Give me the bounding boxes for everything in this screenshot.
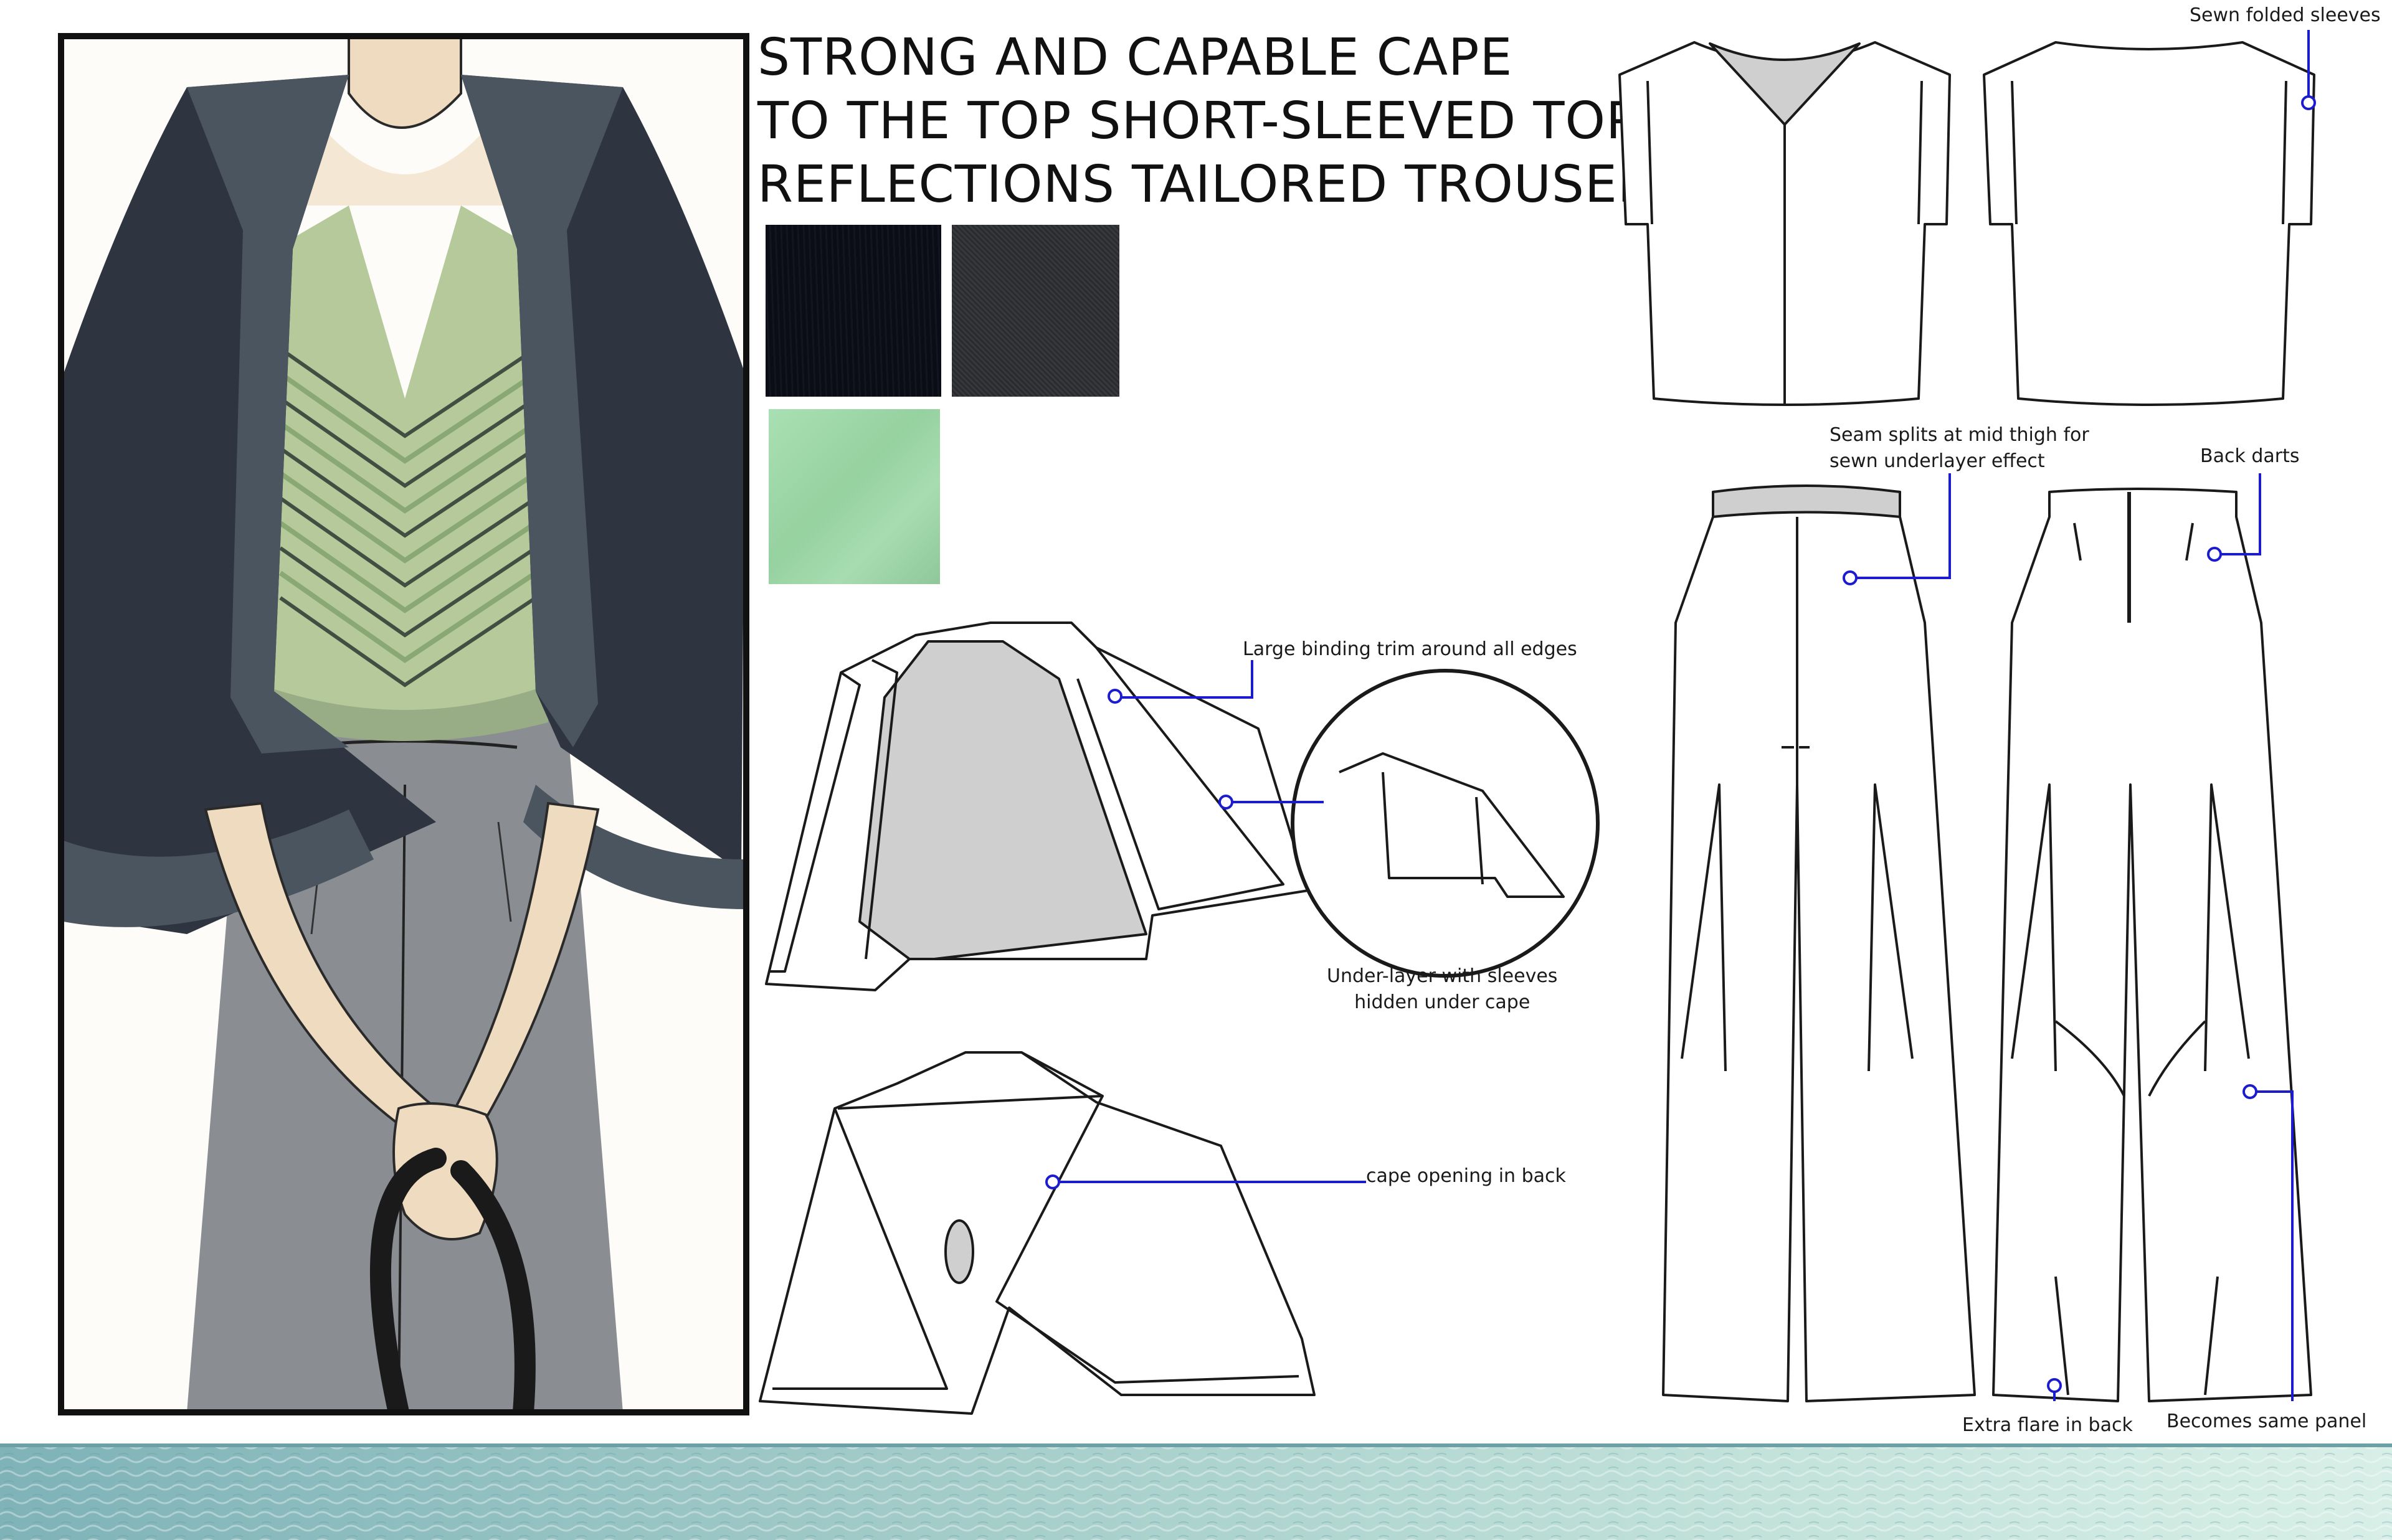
label-under-layer: Under-layer with sleeves hidden under ca… [1327, 963, 1557, 1016]
fabric-swatch-navy [766, 225, 941, 397]
callout-same-panel [2250, 1090, 2294, 1401]
trousers-back-flat [1992, 488, 2312, 1402]
label-seam-splits-line1: Seam splits at mid thigh for [1830, 424, 2089, 446]
top-front-flat [1618, 41, 1951, 406]
cape-front-flat [765, 621, 1309, 991]
board-title: STRONG AND CAPABLE CAPE TO THE TOP SHORT… [757, 26, 1687, 217]
fabric-swatch-mint [769, 409, 940, 584]
callout-lines [1045, 30, 2316, 1401]
label-sewn-folded-sleeves: Sewn folded sleeves [2190, 4, 2381, 26]
sea-texture-band [0, 1443, 2392, 1540]
label-seam-splits: Seam splits at mid thigh for sewn underl… [1830, 422, 2089, 475]
label-under-layer-line1: Under-layer with sleeves [1327, 965, 1558, 987]
callout-large-binding [1115, 660, 1253, 699]
top-back-flat [1983, 41, 2315, 406]
label-large-binding: Large binding trim around all edges [1243, 638, 1577, 660]
title-line-3: REFLECTIONS TAILORED TROUSERS [757, 155, 1687, 214]
title-line-1: STRONG AND CAPABLE CAPE [757, 28, 1513, 87]
callout-seam-splits [1850, 473, 1951, 579]
label-back-darts: Back darts [2200, 445, 2300, 467]
cape-back-flat [759, 1051, 1316, 1415]
label-under-layer-line2: hidden under cape [1354, 991, 1531, 1013]
fabric-swatch-charcoal [952, 225, 1119, 397]
fashion-illustration [58, 33, 749, 1415]
trousers-front-flat [1662, 484, 1976, 1402]
label-becomes-same-panel: Becomes same panel [2167, 1410, 2367, 1432]
sleeve-detail-circle [1291, 669, 1600, 978]
bag-strap [369, 1148, 536, 1412]
label-seam-splits-line2: sewn underlayer effect [1830, 450, 2045, 472]
neck-skin [348, 36, 462, 129]
title-line-2: TO THE TOP SHORT-SLEEVED TOP [757, 92, 1638, 151]
label-cape-opening: cape opening in back [1366, 1165, 1566, 1187]
callout-back-darts [2214, 473, 2261, 555]
label-extra-flare: Extra flare in back [1962, 1414, 2133, 1436]
